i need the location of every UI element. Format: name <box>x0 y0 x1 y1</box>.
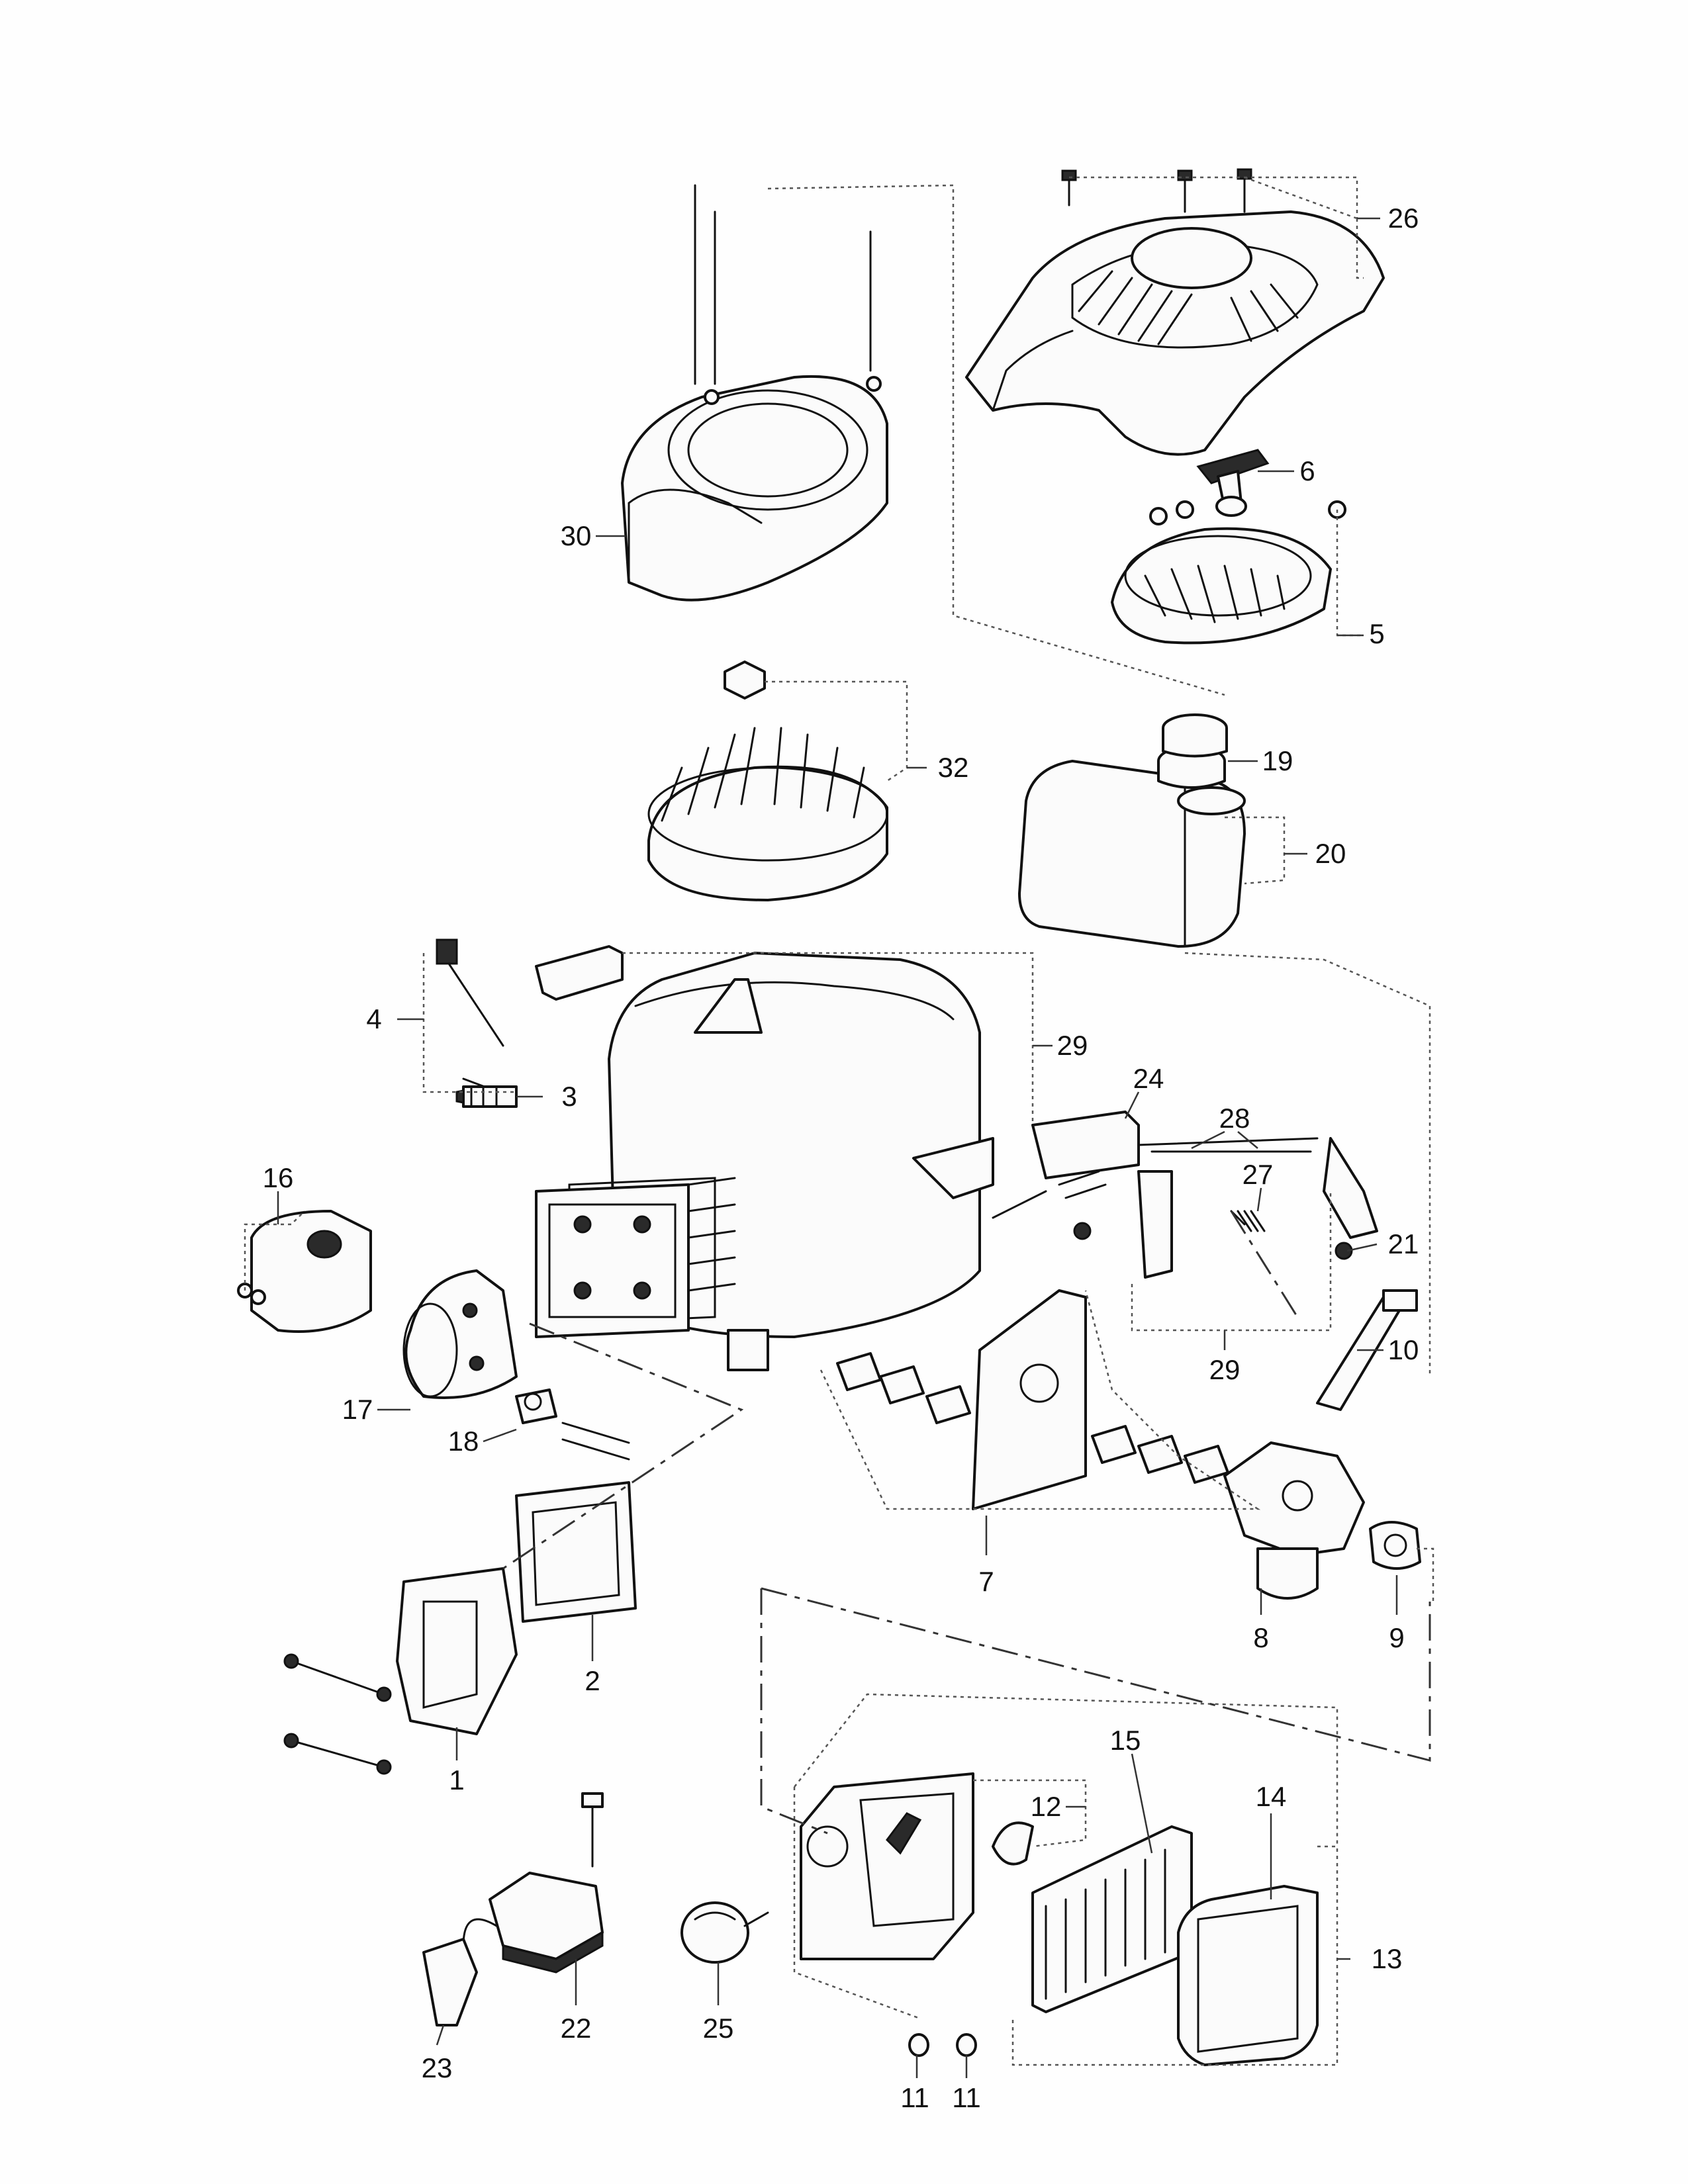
callout-5: 5 <box>1369 618 1385 649</box>
breather-12b <box>992 1821 1034 1866</box>
callout-15: 15 <box>1109 1725 1141 1756</box>
bracket-30 <box>535 945 994 1199</box>
air-filter-element-15 <box>1031 1825 1193 2013</box>
carb-gasket-9 <box>1369 1521 1421 1570</box>
head-gasket-2 <box>515 1481 637 1623</box>
callout-31: 30 <box>560 520 592 551</box>
callout-32: 32 <box>937 752 969 783</box>
callout-2: 2 <box>585 1665 600 1696</box>
ignition-coil-22 <box>489 1792 604 1974</box>
callout-3: 3 <box>561 1081 577 1112</box>
callout-7: 7 <box>978 1566 994 1597</box>
callout-11a: 11 <box>900 2082 929 2113</box>
callout-12: 12 <box>1030 1791 1062 1822</box>
leader-lines <box>244 176 1434 2078</box>
callout-30: 29 <box>1056 1030 1088 1061</box>
governor-linkage <box>992 1111 1378 1279</box>
primer-bulb-25 <box>680 1901 769 1964</box>
assembly-center-lines <box>502 1210 1431 1835</box>
starter-handle-6 <box>1196 449 1270 517</box>
callout-14: 14 <box>1255 1781 1287 1812</box>
spark-plug-3 <box>455 1085 518 1108</box>
callout-17: 17 <box>342 1394 373 1425</box>
carburetor-8 <box>1223 1441 1365 1600</box>
engine-block <box>535 952 981 1371</box>
callout-21: 21 <box>1387 1228 1419 1259</box>
callout-13: 13 <box>1371 1943 1403 1974</box>
air-filter-base-12 <box>800 1772 977 2057</box>
callout-8: 8 <box>1253 1622 1269 1653</box>
air-filter-cover-14 <box>1177 1885 1319 2066</box>
insulator-kit-7 <box>836 1289 1229 1510</box>
recoil-starter-5 <box>1111 500 1346 645</box>
callout-23: 23 <box>421 2052 453 2083</box>
callout-11b: 11 <box>952 2082 981 2113</box>
fuel-tank-20 <box>1018 713 1246 948</box>
callout-25: 25 <box>702 2013 734 2044</box>
dipstick-4 <box>436 938 504 1090</box>
callout-16: 16 <box>262 1162 294 1193</box>
callout-9: 9 <box>1389 1622 1405 1653</box>
flywheel-32 <box>647 660 888 901</box>
muffler-17 <box>402 1269 518 1399</box>
blower-housing-31 <box>621 184 888 602</box>
callout-20: 20 <box>1315 838 1346 869</box>
callout-29: 29 <box>1209 1354 1241 1385</box>
callout-10: 10 <box>1387 1334 1419 1365</box>
callout-19: 19 <box>1262 745 1293 776</box>
starter-cover-26 <box>965 168 1385 456</box>
callout-6: 6 <box>1299 455 1315 486</box>
callout-26: 26 <box>1387 203 1419 234</box>
fuel-line-10 <box>1316 1289 1418 1411</box>
muffler-guard-16 <box>237 1210 372 1333</box>
callout-28: 28 <box>1219 1103 1250 1134</box>
muffler-gasket-18 <box>515 1388 630 1461</box>
callout-1: 1 <box>449 1764 465 1796</box>
callout-18: 18 <box>447 1426 479 1457</box>
callout-27: 27 <box>1242 1159 1274 1190</box>
callout-22: 22 <box>560 2013 592 2044</box>
spark-plug-cap-23 <box>422 1918 498 2026</box>
cylinder-head-cover-1 <box>283 1567 518 1775</box>
callout-24: 24 <box>1133 1063 1164 1094</box>
callout-4: 4 <box>366 1003 382 1034</box>
